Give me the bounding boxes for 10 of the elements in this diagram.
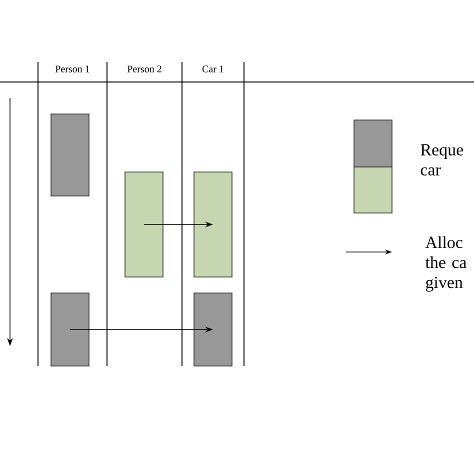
activity-box [50,292,90,366]
lane-header: Person 2 [127,66,162,72]
lane-header: Car 1 [202,66,224,72]
lane-header: Person 1 [55,66,90,72]
activity-box [124,172,164,278]
activity-box [194,172,232,278]
legend-text: Alloc the ca given [425,236,466,292]
activity-box [50,114,90,196]
activity-box [194,292,232,366]
legend-text: Reque car [420,144,464,176]
